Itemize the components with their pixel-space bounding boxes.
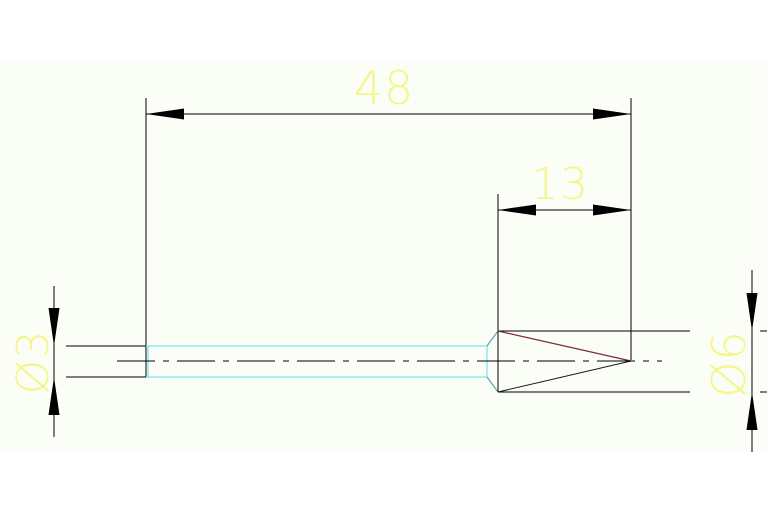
dimension-label-48: 48 <box>354 61 415 115</box>
dimension-label-dia6: Ø6 <box>702 330 756 397</box>
shank-chamfer <box>486 330 499 393</box>
drawing-area <box>0 62 767 452</box>
arrowhead-13-right <box>593 204 631 216</box>
arrowhead-48-left <box>146 108 184 120</box>
arrowhead-dia3-top <box>48 308 60 346</box>
overall-length-dimension <box>145 98 632 377</box>
arrowhead-13-left <box>498 204 536 216</box>
arrowhead-dia6-bottom <box>746 392 758 430</box>
cone-lower-edge <box>497 360 632 393</box>
dimension-label-13: 13 <box>531 159 589 210</box>
dimension-label-dia3: Ø3 <box>8 330 59 395</box>
cone-upper-edge <box>497 330 632 362</box>
arrowhead-dia3-bottom <box>48 377 60 415</box>
arrowhead-48-right <box>593 108 631 120</box>
arrowhead-dia6-top <box>746 293 758 331</box>
